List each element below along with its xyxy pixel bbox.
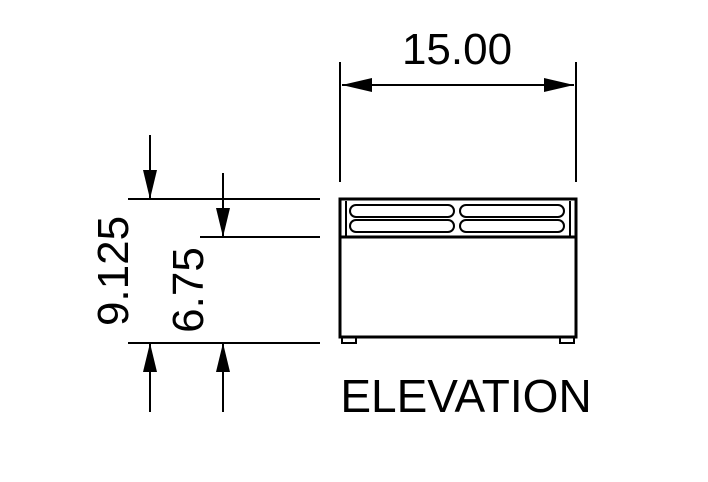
cushion-left-top: [349, 204, 455, 218]
body-height-dimension: [200, 173, 320, 412]
object-elevation: [338, 197, 578, 344]
width-dimension: [339, 62, 577, 182]
overall-height-arrow-top: [143, 170, 157, 199]
width-arrow-right: [544, 78, 574, 92]
body-height-arrow-top: [216, 208, 230, 237]
cushion-right-bottom: [459, 219, 565, 233]
object-outline: [338, 197, 578, 339]
overall-height-arrow-bottom: [143, 343, 157, 372]
foot-left: [341, 336, 357, 344]
width-label: 15.00: [402, 25, 512, 74]
body-height-label: 6.75: [164, 247, 213, 333]
body-height-arrow-bottom: [216, 343, 230, 372]
view-title: ELEVATION: [340, 370, 591, 422]
width-arrow-left: [342, 78, 372, 92]
cushion-right-top: [459, 204, 565, 218]
cushion-left-bottom: [349, 219, 455, 233]
overall-height-label: 9.125: [89, 216, 138, 326]
foot-right: [559, 336, 575, 344]
